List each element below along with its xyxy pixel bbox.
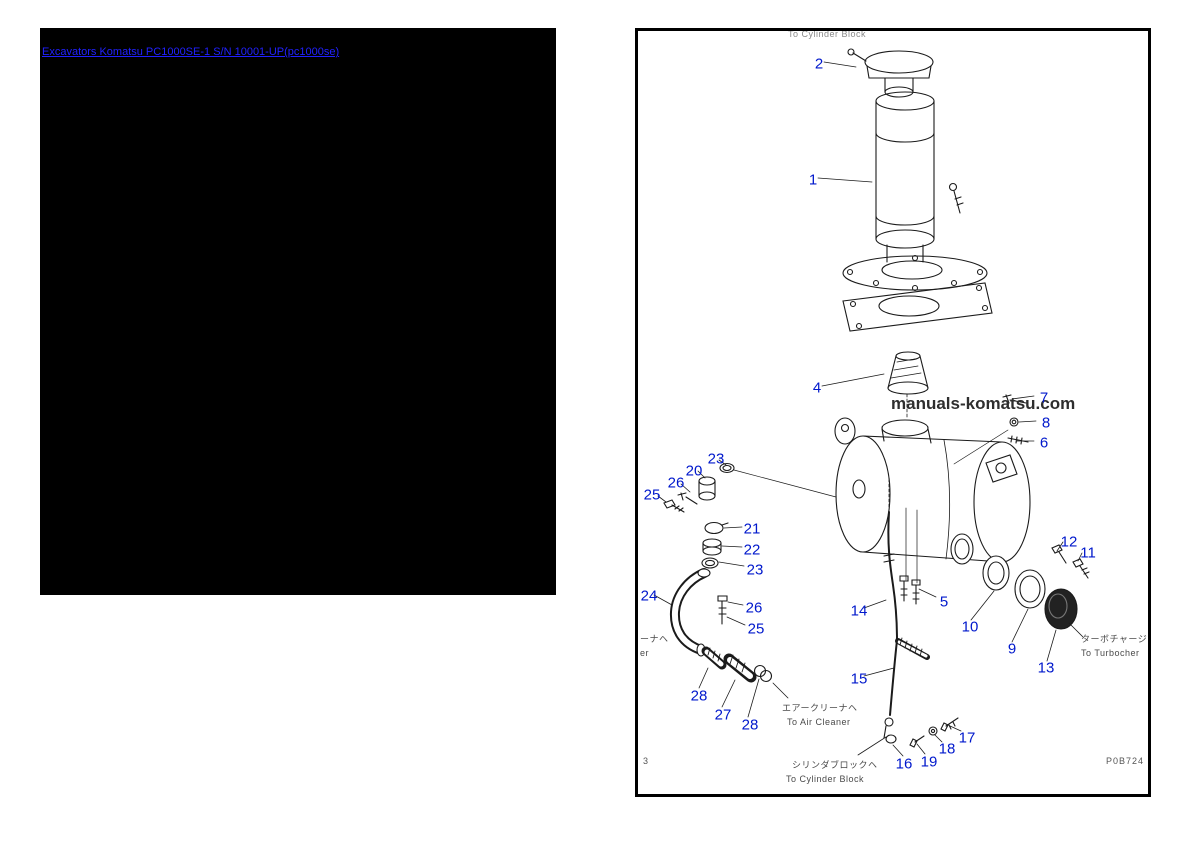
callout-13: 13 (1037, 659, 1055, 677)
callout-28a: 28 (690, 687, 708, 705)
part-left-fittings (663, 462, 837, 683)
callout-22: 22 (743, 541, 761, 559)
callout-20: 20 (685, 462, 703, 480)
callout-18: 18 (938, 740, 956, 758)
callout-23b: 23 (746, 561, 764, 579)
part-bolts-6-7-8 (953, 394, 1029, 465)
part-bolts-11-12 (1051, 544, 1090, 579)
label-top-cut: To Cylinder Block (788, 29, 867, 39)
callout-26a: 26 (667, 474, 685, 492)
callout-24: 24 (640, 587, 658, 605)
label-to-turbocharger-en: To Turbocher (1081, 648, 1140, 658)
callout-4: 4 (812, 379, 822, 397)
callout-9: 9 (1007, 640, 1017, 658)
label-left-cut-en: er (640, 648, 650, 658)
part-outlet-rings (982, 555, 1078, 630)
part-cone (887, 351, 929, 419)
label-to-turbocharger-jp: ターボチャージャヘ (1081, 634, 1148, 644)
page-number: 3 (643, 756, 650, 766)
manual-link[interactable]: Excavators Komatsu PC1000SE-1 S/N 10001-… (42, 46, 340, 58)
callout-21: 21 (743, 520, 761, 538)
label-to-cylinder-block-jp: シリンダブロックヘ (792, 760, 878, 770)
label-to-cylinder-block-en: To Cylinder Block (786, 774, 865, 784)
label-to-air-cleaner-jp: エアークリーナヘ (782, 703, 858, 713)
part-flange (842, 254, 988, 292)
callout-16: 16 (895, 755, 913, 773)
callout-2: 2 (814, 55, 824, 73)
part-gasket-plate (842, 282, 993, 332)
part-bottom-fasteners (885, 717, 959, 748)
part-exhaust-pipe (875, 91, 964, 263)
part-bolts-5 (899, 575, 921, 605)
callout-12: 12 (1060, 533, 1078, 551)
callout-25a: 25 (643, 486, 661, 504)
callout-15: 15 (850, 670, 868, 688)
part-rain-cap (847, 48, 934, 98)
callout-11: 11 (1080, 544, 1096, 562)
callout-7: 7 (1039, 389, 1049, 407)
callout-6: 6 (1039, 434, 1049, 452)
label-left-cut-jp: ーナヘ (640, 634, 669, 644)
callout-23a: 23 (707, 450, 725, 468)
callout-14: 14 (850, 602, 868, 620)
part-muffler-body (834, 417, 1031, 584)
callout-28b: 28 (741, 716, 759, 734)
callout-25b: 25 (747, 620, 765, 638)
callout-8: 8 (1041, 414, 1051, 432)
watermark: manuals-komatsu.com (891, 394, 1076, 413)
callout-19: 19 (920, 753, 938, 771)
leader-lines (653, 61, 1084, 757)
label-to-air-cleaner-en: To Air Cleaner (787, 717, 851, 727)
part-drain-pipes (883, 479, 930, 739)
diagram-art (653, 48, 1090, 757)
callout-5: 5 (939, 593, 949, 611)
unloaded-image-area: Excavators Komatsu PC1000SE-1 S/N 10001-… (40, 28, 556, 595)
callout-1: 1 (808, 171, 818, 189)
callout-10: 10 (961, 618, 979, 636)
drawing-code: P0B724 (1106, 756, 1145, 766)
callout-17: 17 (958, 729, 976, 747)
callout-27: 27 (714, 706, 732, 724)
parts-diagram-panel: To Cylinder Block manuals-komatsu.com ター… (635, 28, 1151, 797)
callout-26b: 26 (745, 599, 763, 617)
